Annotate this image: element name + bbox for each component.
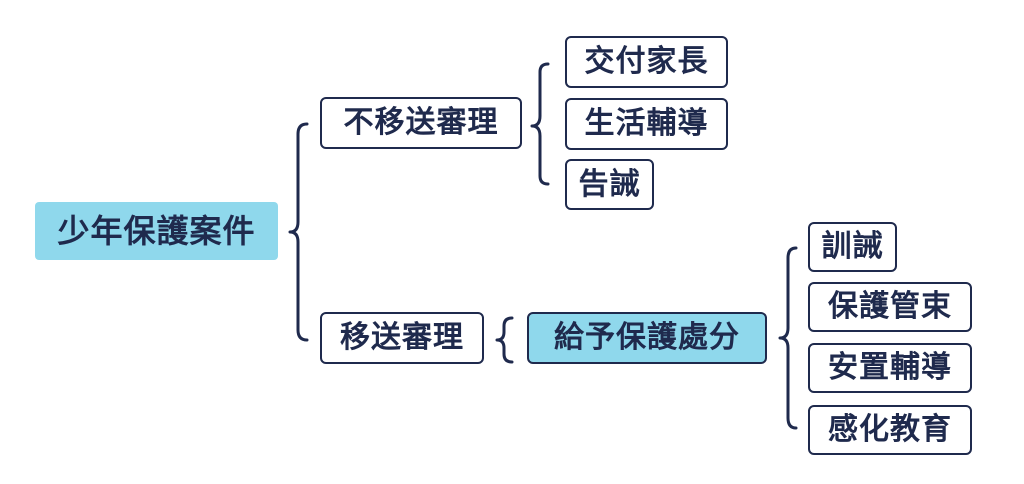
- brace-root: [288, 122, 309, 342]
- brace-transfer: [495, 316, 514, 364]
- node-protective-disposition: 給予保護處分: [527, 312, 767, 364]
- node-probation: 保護管束: [808, 282, 972, 332]
- node-life-counseling: 生活輔導: [565, 98, 728, 150]
- node-transfer: 移送審理: [320, 312, 484, 364]
- root-node: 少年保護案件: [35, 202, 278, 260]
- node-no-transfer: 不移送審理: [320, 97, 522, 149]
- brace-disposition: [778, 246, 798, 430]
- node-placement-counseling: 安置輔導: [808, 343, 972, 393]
- node-deliver-parents: 交付家長: [565, 36, 728, 88]
- node-reprimand: 訓誡: [808, 222, 897, 272]
- node-reformatory-education: 感化教育: [808, 405, 972, 455]
- node-warning: 告誡: [565, 159, 654, 210]
- brace-no-transfer: [530, 62, 550, 186]
